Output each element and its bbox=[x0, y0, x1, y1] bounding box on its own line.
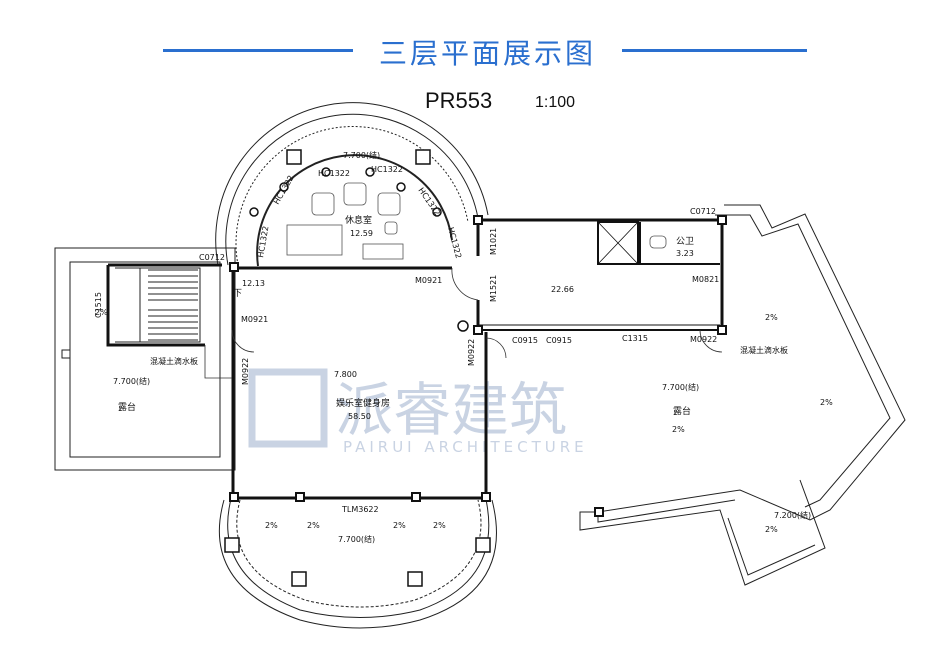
opening-c0712-b: C0712 bbox=[690, 207, 716, 216]
opening-hc1322-b: HC1322 bbox=[371, 165, 403, 174]
slope-7: 2% bbox=[307, 521, 320, 530]
small-terrace-elevation: 7.200(结) bbox=[774, 510, 811, 520]
lounge-arc bbox=[215, 102, 489, 267]
partitions bbox=[478, 221, 720, 326]
opening-hc1322-a: HC1322 bbox=[318, 169, 350, 178]
opening-m1021: M1021 bbox=[489, 228, 498, 255]
stair-down: 下 bbox=[233, 289, 242, 299]
opening-hc1322-c: HC1322 bbox=[272, 174, 296, 206]
opening-m0922-c: M0922 bbox=[690, 335, 717, 344]
door-swings bbox=[204, 267, 723, 379]
bottom-terrace-elevation: 7.700(结) bbox=[338, 534, 375, 544]
right-terrace-label: 露台 bbox=[673, 405, 691, 417]
left-terrace bbox=[54, 247, 236, 471]
watermark-en: PAIRUI ARCHITECTURE bbox=[343, 438, 588, 456]
header-rule-left bbox=[163, 49, 353, 52]
hall-area: 22.66 bbox=[551, 285, 574, 294]
opening-m0921-b: M0921 bbox=[241, 315, 268, 324]
gym-area: 58.50 bbox=[348, 412, 371, 421]
opening-m0922-a: M0922 bbox=[241, 358, 250, 385]
page-title: 三层平面展示图 bbox=[378, 37, 596, 70]
opening-c1315: C1315 bbox=[622, 334, 648, 343]
main-walls bbox=[106, 218, 724, 500]
lounge-furniture bbox=[286, 182, 667, 260]
slope-8: 2% bbox=[393, 521, 406, 530]
slope-1: 2% bbox=[820, 398, 833, 407]
watermark-cn: 派睿建筑 bbox=[335, 376, 567, 444]
slope-6: 2% bbox=[265, 521, 278, 530]
opening-hc1322-e: HC1322 bbox=[256, 225, 270, 258]
opening-c0915-a: C0915 bbox=[512, 336, 538, 345]
gym-label: 娱乐室健身房 bbox=[336, 397, 390, 409]
right-terrace-elevation: 7.700(结) bbox=[662, 382, 699, 392]
lounge-area: 12.59 bbox=[350, 229, 373, 238]
opening-hc1322-f: HC1322 bbox=[446, 226, 463, 259]
slope-2: 2% bbox=[672, 425, 685, 434]
opening-m0821: M0821 bbox=[692, 275, 719, 284]
watermark: 派睿建筑 PAIRUI ARCHITECTURE bbox=[248, 368, 588, 456]
opening-tlm3622: TLM3622 bbox=[341, 505, 379, 514]
left-drip-board: 混凝土滴水板 bbox=[150, 356, 198, 366]
plan-code: PR553 bbox=[425, 88, 493, 113]
gym-elevation: 7.800 bbox=[334, 370, 357, 379]
slope-3: 2% bbox=[765, 313, 778, 322]
watermark-logo bbox=[248, 368, 328, 448]
slope-5: 2% bbox=[95, 308, 108, 317]
opening-m1521: M1521 bbox=[489, 275, 498, 302]
left-terrace-elevation: 7.700(结) bbox=[113, 376, 150, 386]
plan-scale: 1:100 bbox=[535, 94, 576, 111]
slope-9: 2% bbox=[433, 521, 446, 530]
lounge-label: 休息室 bbox=[345, 214, 372, 226]
opening-m0922-b: M0922 bbox=[467, 339, 476, 366]
arc-elevation: 7.700(结) bbox=[343, 150, 380, 160]
opening-c0712-a: C0712 bbox=[199, 253, 225, 262]
left-terrace-label: 露台 bbox=[118, 401, 136, 413]
opening-c0915-b: C0915 bbox=[546, 336, 572, 345]
stair-area: 12.13 bbox=[242, 279, 265, 288]
right-terrace bbox=[579, 204, 906, 586]
header-rule-right bbox=[622, 49, 807, 52]
labels: 休息室 12.59 22.66 公卫 3.23 娱乐室健身房 58.50 7.8… bbox=[94, 150, 833, 544]
slope-4: 2% bbox=[765, 525, 778, 534]
opening-m0921-a: M0921 bbox=[415, 276, 442, 285]
bottom-arc-terrace bbox=[218, 494, 497, 629]
opening-c1515: C1515 bbox=[94, 292, 103, 318]
page-header: 三层平面展示图 bbox=[0, 30, 950, 70]
columns bbox=[229, 215, 727, 517]
toilet-area: 3.23 bbox=[676, 249, 694, 258]
toilet-label: 公卫 bbox=[676, 236, 694, 247]
right-drip-board: 混凝土滴水板 bbox=[740, 345, 788, 355]
staircase bbox=[115, 267, 201, 343]
arc-columns bbox=[224, 149, 491, 587]
